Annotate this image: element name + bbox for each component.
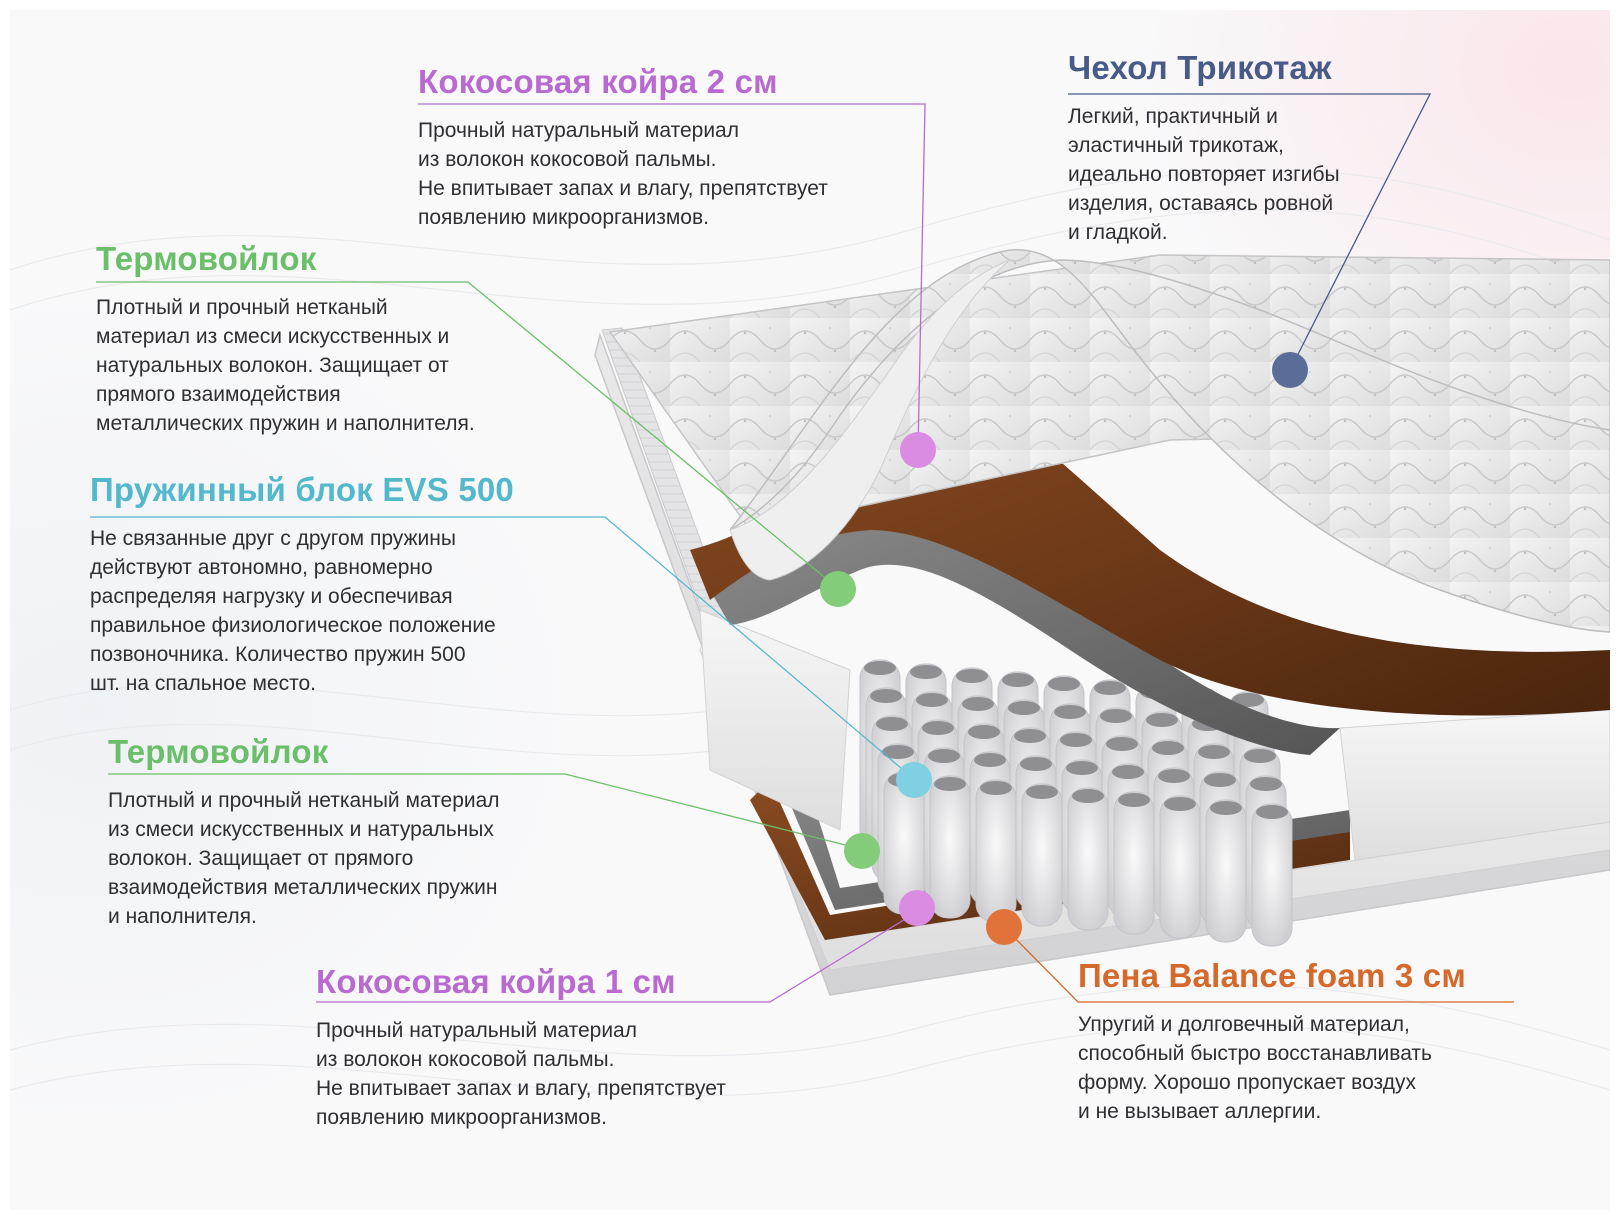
spring-coil-top (1060, 733, 1092, 747)
cover-flap-underside (729, 259, 1011, 581)
spring-coil (975, 779, 1017, 923)
leader-cover (1068, 93, 1432, 371)
spring-coil-top (1158, 769, 1190, 783)
spring-coil-top (1072, 789, 1104, 803)
spring-coil-top (1198, 745, 1230, 759)
spring-coil (1113, 791, 1155, 935)
label-coir-top-text: Прочный натуральный материал из волокон … (418, 119, 828, 229)
spring-coil (929, 775, 971, 919)
layer-markers (820, 352, 1308, 945)
spring-coil-top (916, 693, 948, 707)
label-spring-block-text: Не связанные друг с другом пружины дейст… (90, 527, 496, 695)
label-felt-top-title: Термовойлок (96, 240, 317, 277)
spring-coil-top (1244, 749, 1276, 763)
label-coir-top-title: Кокосовая койра 2 см (418, 63, 778, 100)
spring-coil-top (974, 753, 1006, 767)
felt-layer-top (710, 504, 1340, 755)
spring-coil-top (1094, 681, 1126, 695)
marker-coir-bottom (899, 890, 935, 926)
spring-coil-top (922, 721, 954, 735)
spring-coil-top (1152, 741, 1184, 755)
mattress-illustration (10, 93, 1610, 1097)
diagram-canvas: Кокосовая койра 2 см Прочный натуральный… (10, 10, 1610, 1210)
leader-foam (1004, 927, 1514, 1003)
spring-coil-top (1232, 693, 1264, 707)
spring-coil (1159, 795, 1201, 939)
spring-coil-top (870, 689, 902, 703)
spring-coil-top (1066, 761, 1098, 775)
spring-coil-top (1210, 801, 1242, 815)
label-coir-bottom-title: Кокосовая койра 1 см (316, 963, 676, 1000)
leader-lines (90, 93, 1514, 1003)
marker-coir-top (900, 432, 936, 468)
marker-spring-block (896, 762, 932, 798)
spring-coil-top (1026, 785, 1058, 799)
leader-spring-block (90, 516, 916, 781)
spring-coil (1021, 783, 1063, 927)
spring-coil-top (980, 781, 1012, 795)
marker-cover (1272, 352, 1308, 388)
spring-coil-top (876, 717, 908, 731)
spring-coil-top (910, 665, 942, 679)
spring-coil-top (1204, 773, 1236, 787)
leader-felt-top (96, 281, 841, 591)
label-foam-text: Упругий и долговечный материал, способны… (1078, 1013, 1432, 1123)
spring-coil-top (956, 669, 988, 683)
spring-coil-top (882, 745, 914, 759)
label-cover-text: Легкий, практичный и эластичный трикотаж… (1068, 105, 1340, 244)
label-foam-title: Пена Balance foam 3 см (1078, 957, 1466, 994)
label-cover-title: Чехол Трикотаж (1068, 49, 1332, 86)
spring-coil-top (962, 697, 994, 711)
label-felt-bottom-text: Плотный и прочный нетканый материал из с… (108, 789, 500, 928)
spring-coil (1251, 803, 1293, 947)
foam-side-right (1339, 709, 1610, 861)
label-felt-bottom: Термовойлок Плотный и прочный нетканый м… (108, 732, 500, 931)
spring-coil-top (1118, 793, 1150, 807)
spring-coil-top (968, 725, 1000, 739)
marker-felt-top (820, 571, 856, 607)
spring-block (859, 659, 1293, 947)
spring-coil-top (1100, 709, 1132, 723)
label-spring-block: Пружинный блок EVS 500 Не связанные друг… (90, 470, 514, 698)
foam-side-left (699, 609, 851, 831)
spring-coil-top (1020, 757, 1052, 771)
spring-coil-top (1002, 673, 1034, 687)
spring-coil-top (1106, 737, 1138, 751)
label-coir-bottom: Кокосовая койра 1 см Прочный натуральный… (316, 962, 726, 1132)
label-spring-block-title: Пружинный блок EVS 500 (90, 471, 514, 508)
spring-coil-top (1014, 729, 1046, 743)
spring-coil-top (864, 661, 896, 675)
spring-coil-top (1048, 677, 1080, 691)
label-foam: Пена Balance foam 3 см Упругий и долгове… (1078, 956, 1466, 1126)
label-coir-bottom-text: Прочный натуральный материал из волокон … (316, 1019, 726, 1129)
spring-coil-top (928, 749, 960, 763)
spring-coil (1205, 799, 1247, 943)
label-coir-top: Кокосовая койра 2 см Прочный натуральный… (418, 62, 828, 232)
marker-felt-bottom (844, 833, 880, 869)
spring-coil-top (1008, 701, 1040, 715)
spring-coil-top (1256, 805, 1288, 819)
leader-felt-bottom (108, 773, 866, 851)
spring-coil-top (1054, 705, 1086, 719)
background-waves (10, 169, 1610, 1097)
leader-coir-bottom (316, 909, 921, 1003)
label-felt-bottom-title: Термовойлок (108, 733, 329, 770)
spring-coil (1067, 787, 1109, 931)
spring-coil-top (1112, 765, 1144, 779)
label-cover: Чехол Трикотаж Легкий, практичный и элас… (1068, 48, 1340, 247)
leader-coir-top (418, 103, 926, 451)
spring-coil-top (1250, 777, 1282, 791)
spring-coil-top (1164, 797, 1196, 811)
label-felt-top-text: Плотный и прочный нетканый материал из с… (96, 296, 475, 435)
marker-foam (986, 909, 1022, 945)
label-felt-top: Термовойлок Плотный и прочный нетканый м… (96, 239, 475, 438)
spring-coil-top (1146, 713, 1178, 727)
spring-coil-top (934, 777, 966, 791)
